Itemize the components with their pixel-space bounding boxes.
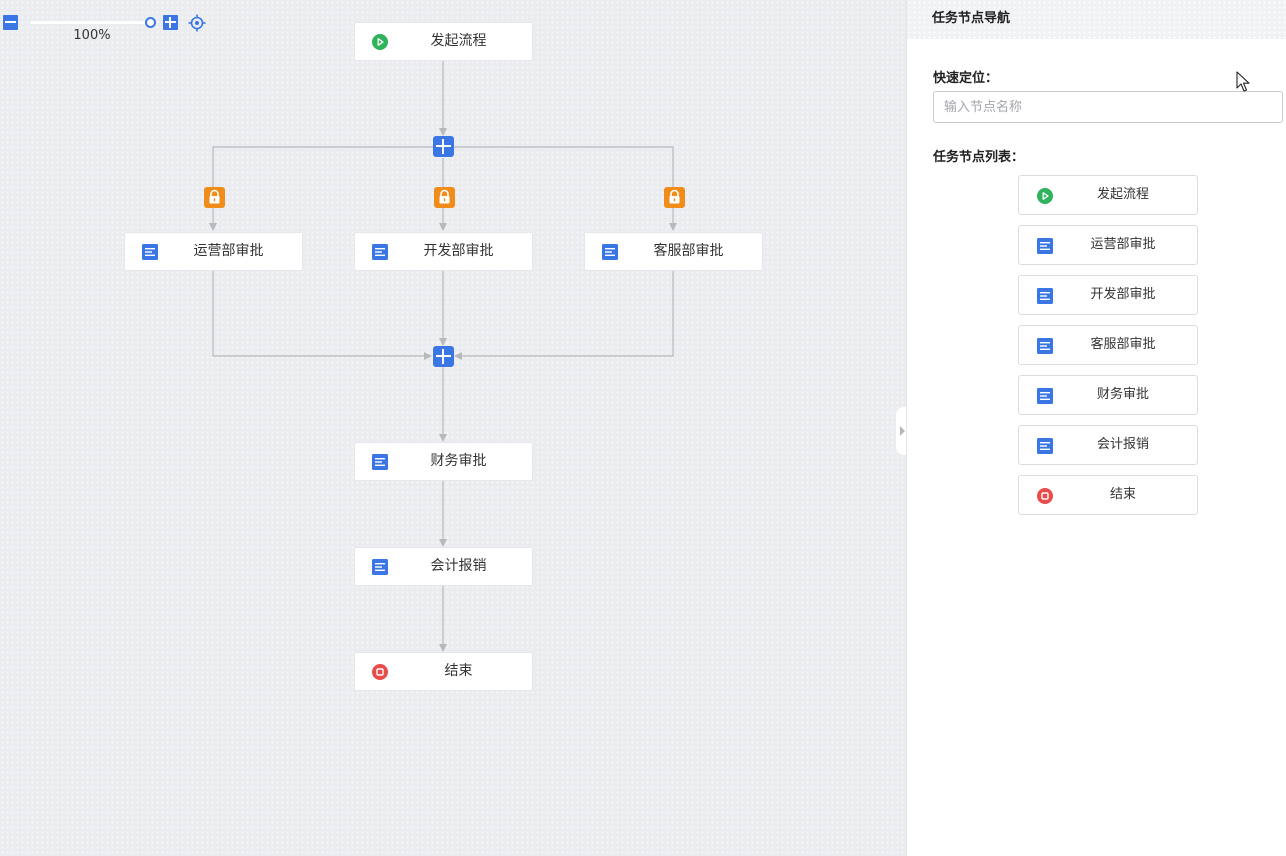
flow-canvas[interactable]: 100% 发起流程 [0, 0, 906, 856]
play-circle-icon [372, 34, 388, 50]
node-list-item[interactable]: 结束 [1018, 475, 1198, 515]
parallel-join-gateway[interactable] [433, 346, 454, 367]
node-list-item-label: 客服部审批 [1090, 337, 1156, 352]
document-icon [142, 244, 158, 260]
node-navigator-panel: 任务节点导航 快速定位： 任务节点列表： 发起流程 运营部审批 开发部审批 客服… [906, 0, 1286, 856]
flow-node-label: 结束 [444, 663, 473, 679]
quick-locate-label: 快速定位： [933, 71, 999, 86]
flow-node-accounting-reimburse[interactable]: 会计报销 [354, 547, 533, 586]
lock-icon[interactable] [204, 187, 225, 208]
lock-icon[interactable] [664, 187, 685, 208]
node-list-label: 任务节点列表： [933, 150, 1025, 165]
panel-title: 任务节点导航 [907, 0, 1286, 39]
node-list: 发起流程 运营部审批 开发部审批 客服部审批 财务审批 会计报销 结束 [1018, 175, 1198, 525]
zoom-out-button[interactable] [3, 15, 18, 30]
panel-collapse-toggle[interactable] [896, 407, 908, 455]
flow-node-label: 运营部审批 [193, 243, 264, 259]
document-icon [372, 454, 388, 470]
flow-node-label: 客服部审批 [653, 243, 724, 259]
play-circle-icon [1037, 188, 1053, 204]
node-list-item[interactable]: 客服部审批 [1018, 325, 1198, 365]
document-icon [1037, 438, 1053, 454]
zoom-in-button[interactable] [163, 15, 178, 30]
node-list-item-label: 财务审批 [1096, 387, 1149, 402]
node-list-item[interactable]: 运营部审批 [1018, 225, 1198, 265]
document-icon [372, 559, 388, 575]
flow-node-cs-approval[interactable]: 客服部审批 [584, 232, 763, 271]
flow-connectors [209, 61, 677, 652]
flow-node-finance-approval[interactable]: 财务审批 [354, 442, 533, 481]
stop-circle-icon [1037, 488, 1053, 504]
flow-node-end[interactable]: 结束 [354, 652, 533, 691]
parallel-split-gateway[interactable] [433, 136, 454, 157]
node-list-item-label: 会计报销 [1096, 437, 1149, 452]
zoom-toolbar: 100% [2, 13, 212, 43]
zoom-level-label: 100% [73, 28, 111, 43]
document-icon [1037, 338, 1053, 354]
document-icon [602, 244, 618, 260]
flow-node-label: 财务审批 [430, 453, 487, 469]
node-list-item[interactable]: 会计报销 [1018, 425, 1198, 465]
node-list-item-label: 结束 [1109, 487, 1136, 502]
document-icon [372, 244, 388, 260]
zoom-slider-handle[interactable] [145, 17, 156, 28]
document-icon [1037, 388, 1053, 404]
node-list-item[interactable]: 开发部审批 [1018, 275, 1198, 315]
flow-node-ops-approval[interactable]: 运营部审批 [124, 232, 303, 271]
recenter-icon[interactable] [188, 14, 206, 32]
flow-node-label: 发起流程 [430, 33, 487, 49]
flow-node-dev-approval[interactable]: 开发部审批 [354, 232, 533, 271]
node-list-item[interactable]: 财务审批 [1018, 375, 1198, 415]
node-list-item-label: 运营部审批 [1090, 237, 1156, 252]
node-list-item[interactable]: 发起流程 [1018, 175, 1198, 215]
zoom-slider-track[interactable] [30, 21, 148, 24]
document-icon [1037, 288, 1053, 304]
document-icon [1037, 238, 1053, 254]
node-search-input[interactable] [933, 91, 1283, 123]
node-list-item-label: 开发部审批 [1090, 287, 1156, 302]
flow-node-label: 开发部审批 [423, 243, 494, 259]
node-list-item-label: 发起流程 [1096, 187, 1149, 202]
flow-node-start[interactable]: 发起流程 [354, 22, 533, 61]
lock-icon[interactable] [434, 187, 455, 208]
flow-node-label: 会计报销 [430, 558, 487, 574]
stop-circle-icon [372, 664, 388, 680]
